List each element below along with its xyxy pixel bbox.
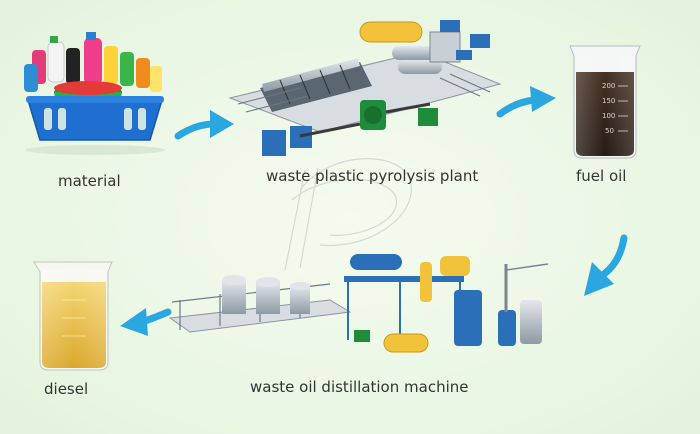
beaker-mark: 150	[602, 97, 615, 105]
fuel-oil-beaker: 200 150 100 50	[569, 45, 641, 159]
pyrolysis-plant-illustration	[228, 20, 502, 156]
arrow-left-icon	[120, 308, 172, 336]
label-pyrolysis-plant: waste plastic pyrolysis plant	[266, 167, 479, 185]
beaker-mark: 100	[602, 112, 615, 120]
distillation-machine-illustration	[168, 254, 549, 353]
arrow-right-icon	[496, 86, 556, 118]
beaker-mark: 200	[602, 82, 615, 90]
label-distillation-machine: waste oil distillation machine	[250, 378, 469, 396]
arrow-down-icon	[584, 234, 628, 296]
arrow-right-icon	[174, 110, 234, 140]
label-diesel: diesel	[44, 380, 89, 398]
beaker-mark: 50	[605, 127, 614, 135]
label-fuel-oil: fuel oil	[576, 167, 627, 185]
beaker-scale: 200 150 100 50	[602, 82, 615, 135]
watermark-logo	[284, 158, 412, 271]
diesel-beaker	[33, 261, 113, 371]
label-material: material	[58, 172, 121, 190]
material-illustration	[24, 32, 165, 155]
